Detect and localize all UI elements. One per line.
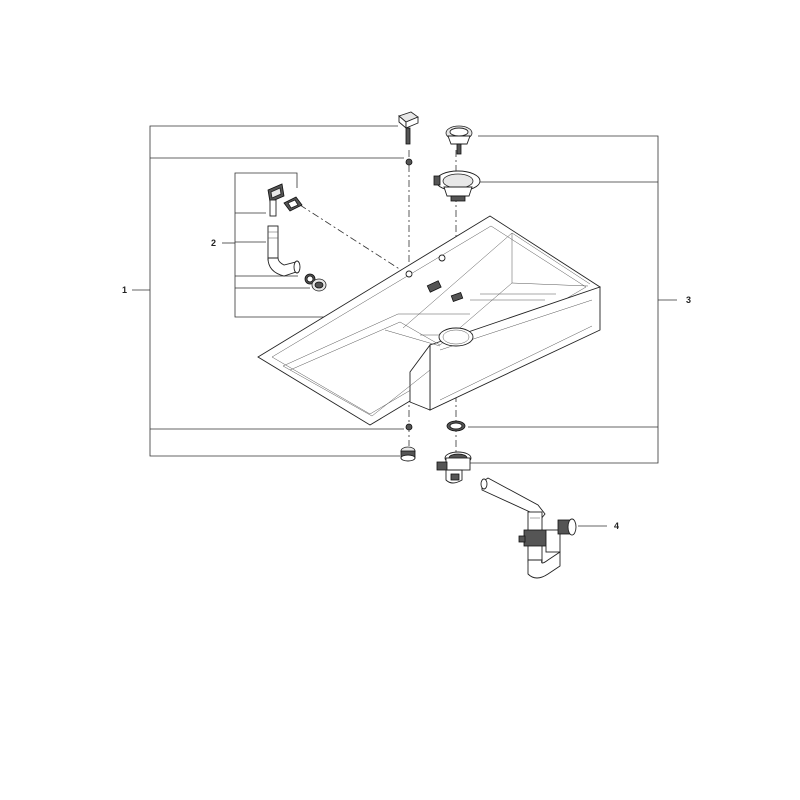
button-washer-top [405, 158, 413, 166]
bracket-3-lines [468, 135, 677, 464]
overflow-gasket [283, 196, 303, 212]
bracket-1-lines [132, 125, 404, 457]
siphon-trap [480, 477, 577, 579]
push-button-cap [398, 111, 419, 145]
waste-outlet [436, 451, 472, 484]
button-washer-bottom [405, 423, 413, 431]
strainer-basket [445, 125, 473, 155]
drain-gasket [446, 420, 466, 432]
callout-label-4: 4 [614, 521, 619, 531]
button-nut [400, 446, 416, 462]
sink-body [257, 215, 601, 426]
callout-label-3: 3 [686, 295, 691, 305]
overflow-nut [311, 278, 327, 292]
callout-label-2: 2 [211, 238, 216, 248]
strainer-body [433, 170, 481, 202]
overflow-ring [304, 273, 316, 285]
overflow-hose [267, 225, 301, 277]
bracket-2-lines [222, 172, 458, 318]
callout-label-1: 1 [122, 285, 127, 295]
overflow-flange [450, 291, 464, 303]
overflow-cover [267, 183, 285, 217]
